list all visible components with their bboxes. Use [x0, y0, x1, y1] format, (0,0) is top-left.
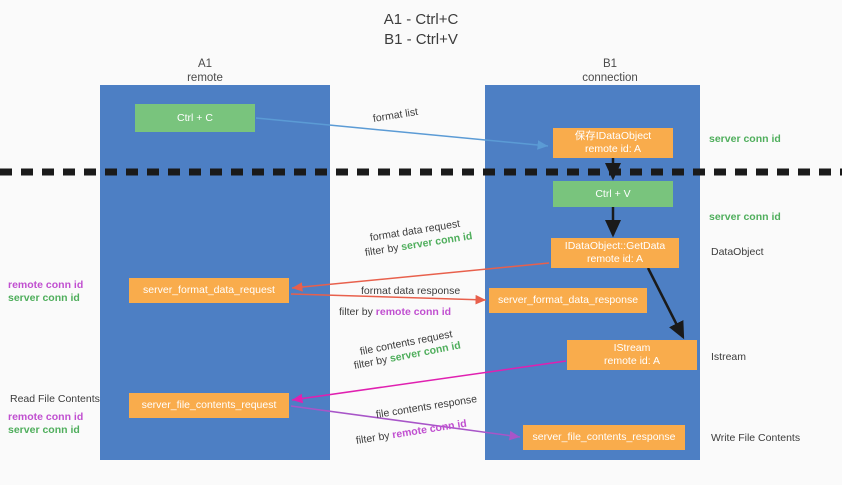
- left-label-server-conn-id-2: server conn id: [8, 424, 80, 436]
- title-line-2: B1 - Ctrl+V: [384, 31, 458, 48]
- node-server-file-contents-request[interactable]: server_file_contents_request: [129, 393, 289, 418]
- node-data-object-line2: remote id: A: [584, 143, 642, 155]
- left-label-remote-conn-id-2: remote conn id: [8, 411, 84, 423]
- node-data-object-line1: 保存IDataObject: [574, 130, 652, 142]
- node-istream-line2: remote id: A: [603, 355, 661, 367]
- left-label-conn-ids-top: remote conn id server conn id: [8, 279, 83, 305]
- node-server-file-contents-request-label: server_file_contents_request: [141, 399, 277, 411]
- node-server-file-contents-response[interactable]: server_file_contents_response: [523, 425, 685, 450]
- lane-header-b1: B1 connection: [540, 58, 680, 85]
- filter-by-text-1: filter by: [364, 241, 400, 259]
- left-label-server-conn-id-1: server conn id: [8, 292, 80, 304]
- page-title: A1 - Ctrl+C B1 - Ctrl+V: [0, 10, 842, 50]
- node-server-format-data-request[interactable]: server_format_data_request: [129, 278, 289, 303]
- node-server-format-data-response[interactable]: server_format_data_response: [489, 288, 647, 313]
- node-get-data[interactable]: IDataObject::GetData remote id: A: [551, 238, 679, 268]
- node-get-data-line2: remote id: A: [586, 253, 644, 265]
- node-server-format-data-response-label: server_format_data_response: [497, 294, 639, 306]
- node-server-format-data-request-label: server_format_data_request: [143, 284, 275, 296]
- title-line-1: A1 - Ctrl+C: [383, 11, 459, 28]
- filter-by-text-3: filter by: [352, 353, 389, 372]
- lane-header-a1: A1 remote: [140, 58, 270, 85]
- right-label-server-conn-id-mid: server conn id: [709, 211, 781, 223]
- node-istream[interactable]: IStream remote id: A: [567, 340, 697, 370]
- node-server-file-contents-response-label: server_file_contents_response: [532, 431, 676, 443]
- lane-header-b1-sub: connection: [582, 71, 638, 84]
- edge-label-file-contents-response-filter: filter by remote conn id: [355, 417, 468, 448]
- edge-label-format-data-response: format data response: [361, 285, 461, 297]
- edge-label-format-list: format list: [372, 105, 419, 125]
- node-ctrl-c-label: Ctrl + C: [177, 111, 213, 124]
- left-label-conn-ids-bottom: remote conn id server conn id: [8, 411, 83, 437]
- left-label-remote-conn-id-1: remote conn id: [8, 279, 84, 291]
- remote-conn-id-text-1: remote conn id: [375, 306, 452, 318]
- left-label-read-file-contents: Read File Contents: [10, 393, 100, 405]
- node-ctrl-v-label: Ctrl + V: [595, 187, 631, 200]
- filter-by-text-4: filter by: [355, 429, 391, 447]
- node-get-data-line1: IDataObject::GetData: [564, 240, 666, 252]
- node-ctrl-v[interactable]: Ctrl + V: [553, 181, 673, 207]
- lane-header-a1-sub: remote: [187, 71, 223, 84]
- right-label-write-file-contents: Write File Contents: [711, 432, 801, 444]
- edge-label-format-data-response-filter: filter by remote conn id: [339, 305, 451, 319]
- filter-by-text-2: filter by: [339, 306, 373, 318]
- right-label-server-conn-id-top: server conn id: [709, 133, 781, 145]
- lane-header-a1-name: A1: [197, 58, 213, 70]
- node-ctrl-c[interactable]: Ctrl + C: [135, 104, 255, 132]
- remote-conn-id-text-2: remote conn id: [391, 417, 468, 442]
- right-label-istream: Istream: [711, 351, 747, 363]
- right-label-data-object: DataObject: [711, 246, 764, 258]
- node-istream-line1: IStream: [613, 342, 651, 354]
- lane-header-b1-name: B1: [602, 58, 618, 70]
- node-data-object[interactable]: 保存IDataObject remote id: A: [553, 128, 673, 158]
